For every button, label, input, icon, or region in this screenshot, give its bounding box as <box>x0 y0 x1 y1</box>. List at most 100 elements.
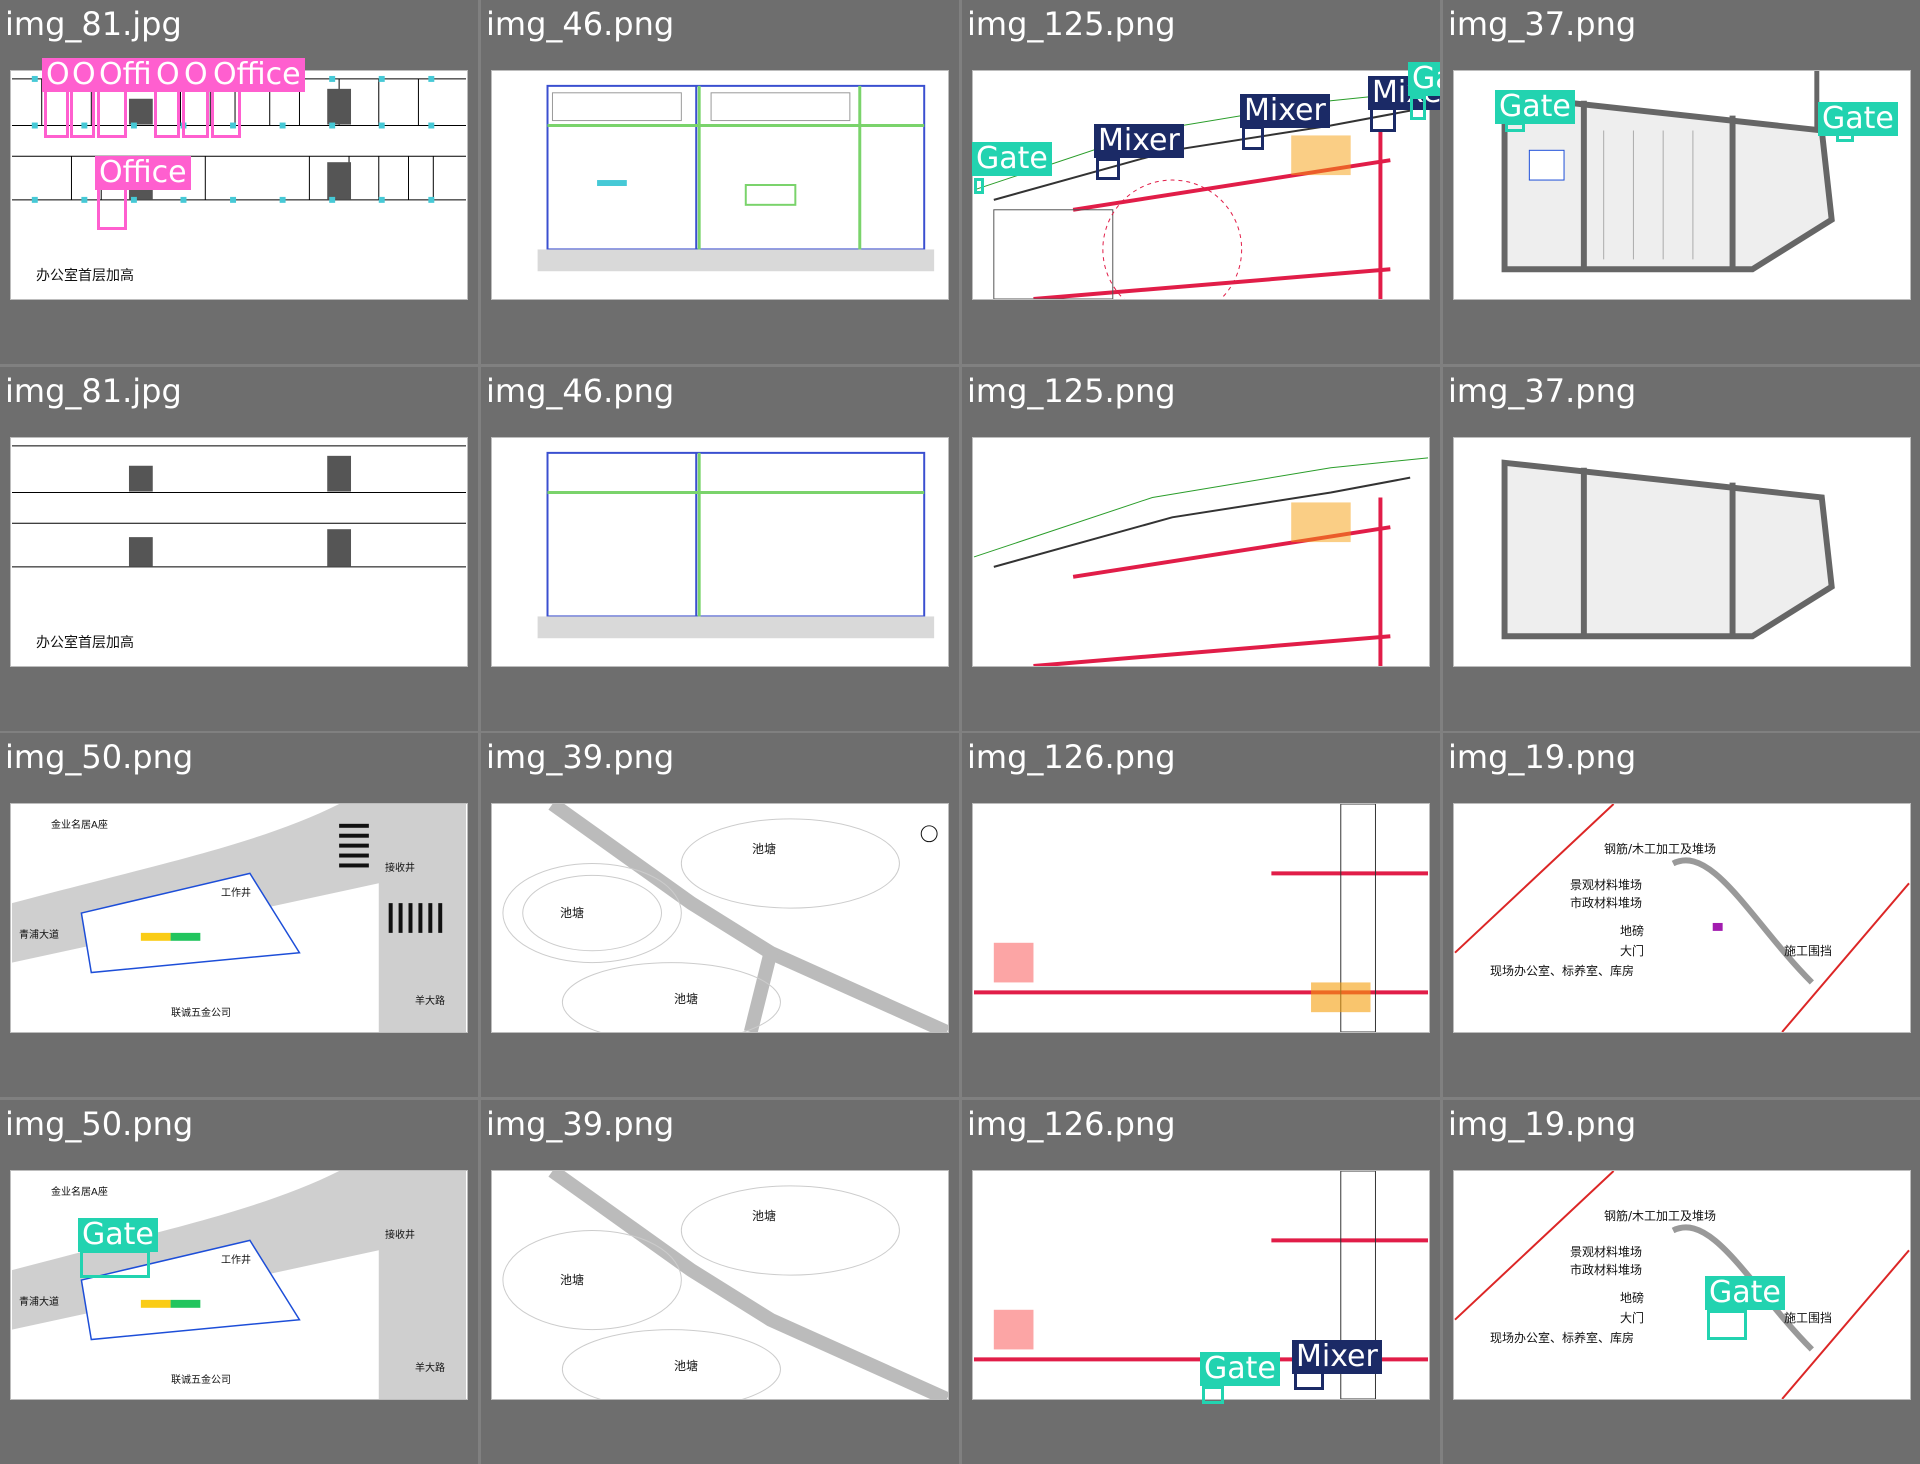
construction-siteplan <box>973 457 1429 666</box>
floorplan-thumbnail <box>491 70 949 300</box>
filename-label: img_50.png <box>5 738 194 776</box>
detection-box-gate <box>1202 1386 1224 1404</box>
building-floorplan <box>537 451 935 639</box>
siteplan-thumbnail <box>972 803 1430 1033</box>
building-floorplan <box>537 84 935 272</box>
siteplan-thumbnail: 钢筋/木工加工及堆场 景观材料堆场 市政材料堆场 地磅 大门 施工围挡 现场办公… <box>1453 803 1911 1033</box>
detection-box-gate <box>1410 96 1426 120</box>
grid-cell: img_46.png <box>481 367 959 731</box>
grid-cell: img_39.png 池塘 池塘 池塘 <box>481 733 959 1097</box>
floorplan-caption: 办公室首层加高 <box>36 635 134 651</box>
detection-box-office <box>97 85 127 138</box>
siteplan-thumbnail: 钢筋/木工加工及堆场 景观材料堆场 市政材料堆场 地磅 大门 施工围挡 现场办公… <box>1453 1170 1911 1400</box>
map-label: 市政材料堆场 <box>1570 1263 1643 1277</box>
detection-box-office <box>211 85 241 138</box>
map-label: 地磅 <box>1620 924 1645 938</box>
filename-label: img_39.png <box>486 738 675 776</box>
detection-label-gate: Gate <box>1495 90 1575 124</box>
map-label: 景观材料堆场 <box>1570 878 1643 892</box>
map-label: 池塘 <box>560 1273 585 1287</box>
filename-label: img_50.png <box>5 1105 194 1143</box>
map-label: 施工围挡 <box>1784 944 1833 958</box>
filename-label: img_46.png <box>486 372 675 410</box>
filename-label: img_37.png <box>1448 5 1637 43</box>
detection-label-office: Offi <box>95 58 156 92</box>
detection-box-office <box>97 184 127 230</box>
filename-label: img_126.png <box>967 1105 1176 1143</box>
map-label: 池塘 <box>752 842 777 856</box>
grid-cell: img_81.jpg <box>0 0 478 364</box>
map-label: 金业名居A座 <box>51 1187 108 1198</box>
detection-box-office <box>154 85 180 138</box>
detection-box-office <box>70 85 95 138</box>
detection-box-gate <box>1707 1310 1747 1340</box>
detection-label-gate: Gate <box>78 1218 158 1252</box>
construction-siteplan <box>973 804 1429 1032</box>
site-layout <box>1501 71 1835 273</box>
detection-label-mixer: Mixer <box>1240 94 1330 128</box>
map-label: 羊大路 <box>415 1363 445 1374</box>
map-label: 钢筋/木工加工及堆场 <box>1604 1209 1717 1223</box>
contour-thumbnail: 池塘 池塘 池塘 <box>491 803 949 1033</box>
filename-label: img_39.png <box>486 1105 675 1143</box>
site-terrain <box>1454 804 1910 1032</box>
map-label: 青浦大道 <box>19 930 59 941</box>
detection-box-gate <box>974 178 984 194</box>
map-label: 工作井 <box>221 1255 251 1266</box>
filename-label: img_81.jpg <box>5 5 182 43</box>
filename-label: img_19.png <box>1448 738 1637 776</box>
detection-box-mixer <box>1242 126 1264 150</box>
siteplan-thumbnail <box>1453 437 1911 667</box>
map-label: 大门 <box>1620 1311 1645 1325</box>
map-label: 联诚五金公司 <box>171 1375 231 1386</box>
grid-cell: img_50.png 金业名居A座 工作井 接收井 青浦大道 联诚五金公司 羊大… <box>0 733 478 1097</box>
filename-label: img_46.png <box>486 5 675 43</box>
detection-label-office: Office <box>209 58 305 92</box>
detection-label-gate: Gate <box>1818 102 1898 136</box>
contour-thumbnail: 池塘 池塘 池塘 <box>491 1170 949 1400</box>
roadmap-thumbnail: 金业名居A座 工作井 接收井 青浦大道 联诚五金公司 羊大路 <box>10 803 468 1033</box>
detection-label-office: Office <box>95 156 191 190</box>
grid-cell: img_50.png 金业名居A座 工作井 接收井 青浦大道 联诚五金公司 羊大… <box>0 1100 478 1464</box>
contour-map <box>502 804 948 1032</box>
map-label: 工作井 <box>221 888 251 899</box>
filename-label: img_81.jpg <box>5 372 182 410</box>
map-label: 联诚五金公司 <box>171 1008 231 1019</box>
filename-label: img_125.png <box>967 5 1176 43</box>
office-floorplan <box>11 445 467 568</box>
road-map <box>11 1171 467 1399</box>
site-layout <box>1501 459 1835 640</box>
map-label: 池塘 <box>752 1209 777 1223</box>
filename-label: img_37.png <box>1448 372 1637 410</box>
map-label: 钢筋/木工加工及堆场 <box>1604 842 1717 856</box>
map-label: 池塘 <box>560 906 585 920</box>
map-label: 现场办公室、标养室、库房 <box>1490 1331 1635 1345</box>
grid-cell: img_126.png <box>962 733 1440 1097</box>
siteplan-thumbnail <box>972 437 1430 667</box>
map-label: 青浦大道 <box>19 1297 59 1308</box>
floorplan-thumbnail <box>491 437 949 667</box>
site-terrain <box>1454 1171 1910 1399</box>
floorplan-caption: 办公室首层加高 <box>36 268 134 284</box>
grid-cell: img_46.png <box>481 0 959 364</box>
detection-box-office <box>44 85 69 138</box>
map-label: 市政材料堆场 <box>1570 896 1643 910</box>
map-label: 金业名居A座 <box>51 820 108 831</box>
detection-label-office: O <box>68 58 100 92</box>
map-label: 接收井 <box>385 863 415 874</box>
grid-cell: img_81.jpg 办公室首层加高 <box>0 367 478 731</box>
detection-label-gate: Gate <box>1200 1352 1280 1386</box>
detection-box-office <box>182 85 209 138</box>
floorplan-thumbnail: 办公室首层加高 <box>10 437 468 667</box>
detection-label-mixer: Mixer <box>1094 124 1184 158</box>
detection-label-gate: Gate <box>1408 62 1440 96</box>
grid-cell: img_37.png Gate Gate <box>1443 0 1920 364</box>
map-label: 现场办公室、标养室、库房 <box>1490 964 1635 978</box>
detection-box-gate <box>80 1250 150 1278</box>
grid-cell: img_37.png <box>1443 367 1920 731</box>
siteplan-thumbnail <box>972 70 1430 300</box>
map-label: 地磅 <box>1620 1291 1645 1305</box>
filename-label: img_125.png <box>967 372 1176 410</box>
detection-label-office: O <box>152 58 184 92</box>
